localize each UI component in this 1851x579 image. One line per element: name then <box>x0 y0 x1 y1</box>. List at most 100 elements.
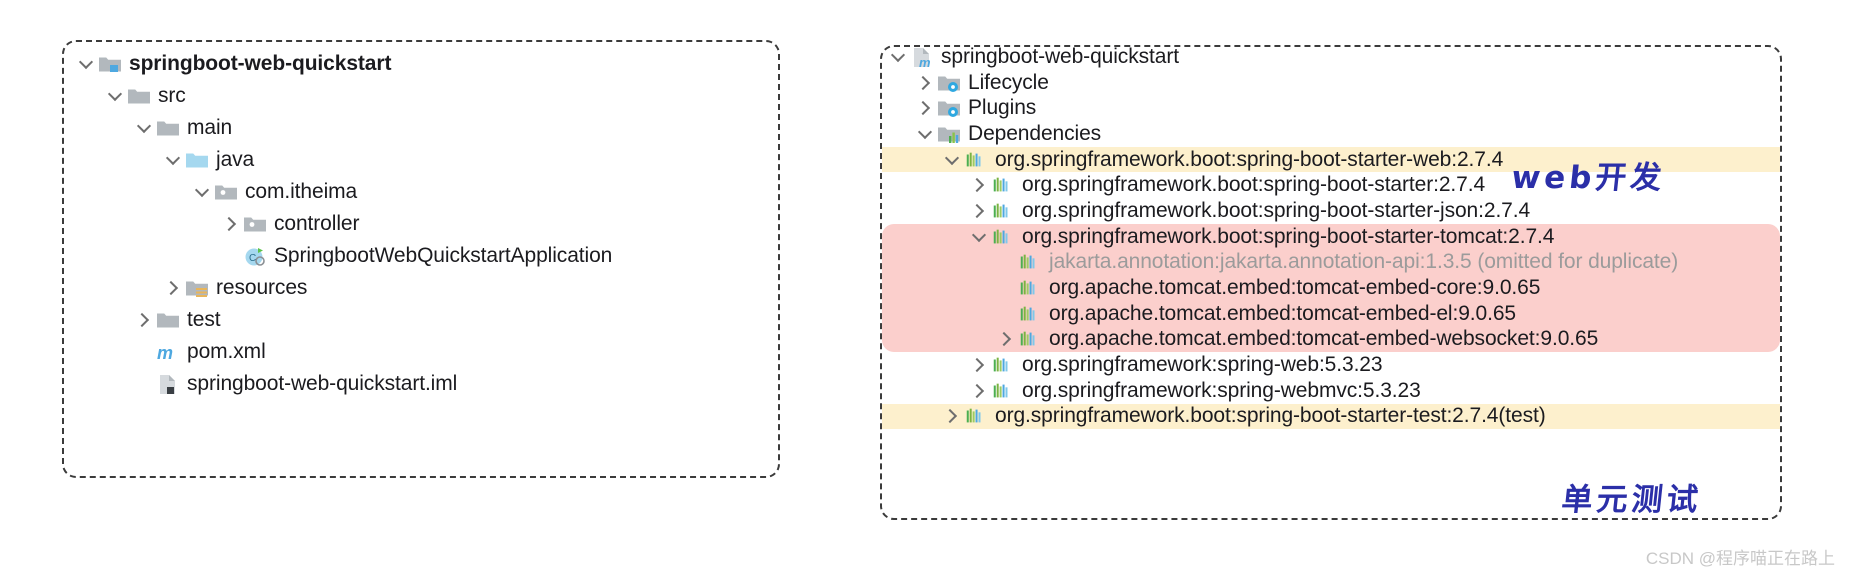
tree-row-label: pom.xml <box>187 340 266 363</box>
folder-icon <box>156 309 180 331</box>
chevron-right-icon[interactable] <box>969 381 989 401</box>
chevron-down-icon[interactable] <box>888 47 908 67</box>
chevron-down-icon[interactable] <box>105 86 125 106</box>
csdn-watermark: CSDN @程序喵正在路上 <box>1645 549 1835 568</box>
chevron-right-icon[interactable] <box>969 175 989 195</box>
tree-row-label: org.springframework:spring-web:5.3.23 <box>1022 353 1383 377</box>
chevron-right-icon[interactable] <box>915 73 935 93</box>
package-folder-icon <box>243 213 267 235</box>
chevron-right-icon[interactable] <box>134 310 154 330</box>
tree-row[interactable]: springboot-web-quickstart <box>62 48 780 80</box>
chevron-right-icon[interactable] <box>969 201 989 221</box>
chevron-right-icon[interactable] <box>163 278 183 298</box>
chevron-down-icon[interactable] <box>163 150 183 170</box>
chevron-placeholder <box>996 252 1016 272</box>
chevron-down-icon[interactable] <box>192 182 212 202</box>
tree-row[interactable]: main <box>62 112 780 144</box>
tree-row[interactable]: Plugins <box>880 95 1782 121</box>
library-icon <box>991 174 1015 196</box>
tree-row[interactable]: org.apache.tomcat.embed:tomcat-embed-el:… <box>880 301 1782 327</box>
tree-row-label: org.apache.tomcat.embed:tomcat-embed-el:… <box>1049 301 1516 325</box>
tree-row[interactable]: org.springframework.boot:spring-boot-sta… <box>880 172 1782 198</box>
svg-text:m: m <box>919 55 931 68</box>
tree-row-label: org.springframework.boot:spring-boot-sta… <box>1022 198 1531 222</box>
library-icon <box>991 226 1015 248</box>
tree-row[interactable]: java <box>62 144 780 176</box>
tree-row-label: org.springframework.boot:spring-boot-sta… <box>1022 173 1486 197</box>
chevron-down-icon[interactable] <box>134 118 154 138</box>
tree-row[interactable]: org.apache.tomcat.embed:tomcat-embed-cor… <box>880 275 1782 301</box>
tree-row[interactable]: src <box>62 80 780 112</box>
chevron-right-icon[interactable] <box>221 214 241 234</box>
tree-row-label: src <box>158 84 186 107</box>
lifecycle-folder-icon <box>937 72 961 94</box>
library-icon <box>991 354 1015 376</box>
tree-row[interactable]: Lifecycle <box>880 70 1782 96</box>
highlight-band-web <box>882 146 1780 173</box>
tree-row[interactable]: org.springframework.boot:spring-boot-sta… <box>880 404 1782 430</box>
tree-row[interactable]: org.springframework.boot:spring-boot-sta… <box>880 198 1782 224</box>
tree-row[interactable]: test <box>62 304 780 336</box>
chevron-down-icon[interactable] <box>942 150 962 170</box>
tree-row-label: Plugins <box>968 96 1037 120</box>
maven-dependencies-panel <box>880 45 1782 520</box>
module-folder-icon <box>98 53 122 75</box>
annotation-web-dev: web开发 <box>1509 160 1668 196</box>
svg-text:C: C <box>249 253 256 264</box>
tree-row[interactable]: org.springframework.boot:spring-boot-sta… <box>880 224 1782 250</box>
chevron-placeholder <box>134 374 154 394</box>
maven-m-icon: m <box>156 341 180 363</box>
folder-icon <box>156 117 180 139</box>
chevron-placeholder <box>996 278 1016 298</box>
project-structure-panel <box>62 40 780 478</box>
chevron-right-icon[interactable] <box>942 406 962 426</box>
tree-row[interactable]: m pom.xml <box>62 336 780 368</box>
tree-row[interactable]: jakarta.annotation:jakarta.annotation-ap… <box>880 250 1782 276</box>
tree-row[interactable]: org.springframework:spring-web:5.3.23 <box>880 352 1782 378</box>
library-icon <box>1018 303 1042 325</box>
annotation-unit-test: 单元测试 <box>1559 482 1704 518</box>
chevron-right-icon[interactable] <box>996 329 1016 349</box>
tree-row-label: org.springframework.boot:spring-boot-sta… <box>995 404 1499 428</box>
tree-row-label: Dependencies <box>968 121 1102 145</box>
tree-row-label: main <box>187 116 233 139</box>
chevron-placeholder <box>221 246 241 266</box>
dependencies-folder-icon <box>937 123 961 145</box>
chevron-down-icon[interactable] <box>915 124 935 144</box>
tree-row-scope: (test) <box>1498 404 1546 428</box>
plugins-folder-icon <box>937 97 961 119</box>
chevron-right-icon[interactable] <box>915 98 935 118</box>
tree-row-label: org.springframework.boot:spring-boot-sta… <box>1022 224 1555 248</box>
tree-row[interactable]: Dependencies <box>880 121 1782 147</box>
tree-row-label: org.apache.tomcat.embed:tomcat-embed-web… <box>1049 327 1599 351</box>
tree-row[interactable]: springboot-web-quickstart.iml <box>62 368 780 400</box>
tree-row-label: com.itheima <box>245 180 358 203</box>
tree-row-label: java <box>216 148 255 171</box>
tree-row[interactable]: com.itheima <box>62 176 780 208</box>
library-icon <box>964 405 988 427</box>
maven-module-icon: m <box>910 46 934 68</box>
tree-row[interactable]: controller <box>62 208 780 240</box>
chevron-down-icon[interactable] <box>969 227 989 247</box>
tree-row[interactable]: org.apache.tomcat.embed:tomcat-embed-web… <box>880 327 1782 353</box>
chevron-right-icon[interactable] <box>969 355 989 375</box>
chevron-placeholder <box>996 304 1016 324</box>
tree-row[interactable]: resources <box>62 272 780 304</box>
tree-row-label: springboot-web-quickstart <box>129 52 392 75</box>
tree-row-label: org.apache.tomcat.embed:tomcat-embed-cor… <box>1049 276 1541 300</box>
tree-row[interactable]: org.springframework.boot:spring-boot-sta… <box>880 147 1782 173</box>
library-icon <box>991 200 1015 222</box>
svg-text:m: m <box>157 343 173 363</box>
tree-row-label: org.springframework:spring-webmvc:5.3.23 <box>1022 378 1421 402</box>
tree-row-label: Lifecycle <box>968 70 1049 94</box>
chevron-placeholder <box>134 342 154 362</box>
chevron-down-icon[interactable] <box>76 54 96 74</box>
tree-row[interactable]: org.springframework:spring-webmvc:5.3.23 <box>880 378 1782 404</box>
iml-file-icon <box>156 373 180 395</box>
tree-row-label: test <box>187 308 221 331</box>
spring-class-icon: C <box>243 245 267 267</box>
